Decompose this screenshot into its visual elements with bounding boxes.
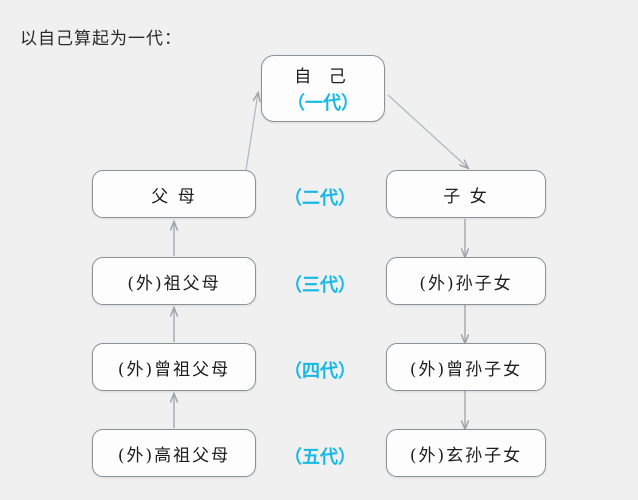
node-self-label: 自 己 <box>294 67 352 87</box>
node-label: (外)曾孙子女 <box>409 359 523 380</box>
node-label: (外)曾祖父母 <box>117 359 231 380</box>
node-label: 子 女 <box>443 186 489 207</box>
arrow-parents-to-self <box>245 93 258 171</box>
node-ancestor-gen2[interactable]: 父 母 <box>92 170 256 218</box>
node-label: (外)孙子女 <box>419 273 513 294</box>
node-self-generation: （一代） <box>287 93 359 114</box>
generation-label-4: （四代） <box>284 361 356 382</box>
node-ancestor-gen3[interactable]: (外)祖父母 <box>92 257 256 305</box>
arrow-self-to-children <box>387 94 468 168</box>
generation-label-2: （二代） <box>284 188 356 209</box>
node-ancestor-gen4[interactable]: (外)曾祖父母 <box>92 343 256 391</box>
node-label: (外)祖父母 <box>127 273 221 294</box>
node-descendant-gen5[interactable]: (外)玄孙子女 <box>386 429 546 477</box>
node-descendant-gen3[interactable]: (外)孙子女 <box>386 257 546 305</box>
node-ancestor-gen5[interactable]: (外)高祖父母 <box>92 429 256 477</box>
node-label: (外)高祖父母 <box>117 445 231 466</box>
generation-label-5: （五代） <box>284 447 356 468</box>
generation-label-3: （三代） <box>284 275 356 296</box>
node-descendant-gen4[interactable]: (外)曾孙子女 <box>386 343 546 391</box>
node-label: (外)玄孙子女 <box>409 445 523 466</box>
node-self[interactable]: 自 己 （一代） <box>261 55 385 122</box>
page-title: 以自己算起为一代： <box>20 29 182 49</box>
node-label: 父 母 <box>151 186 197 207</box>
node-descendant-gen2[interactable]: 子 女 <box>386 170 546 218</box>
